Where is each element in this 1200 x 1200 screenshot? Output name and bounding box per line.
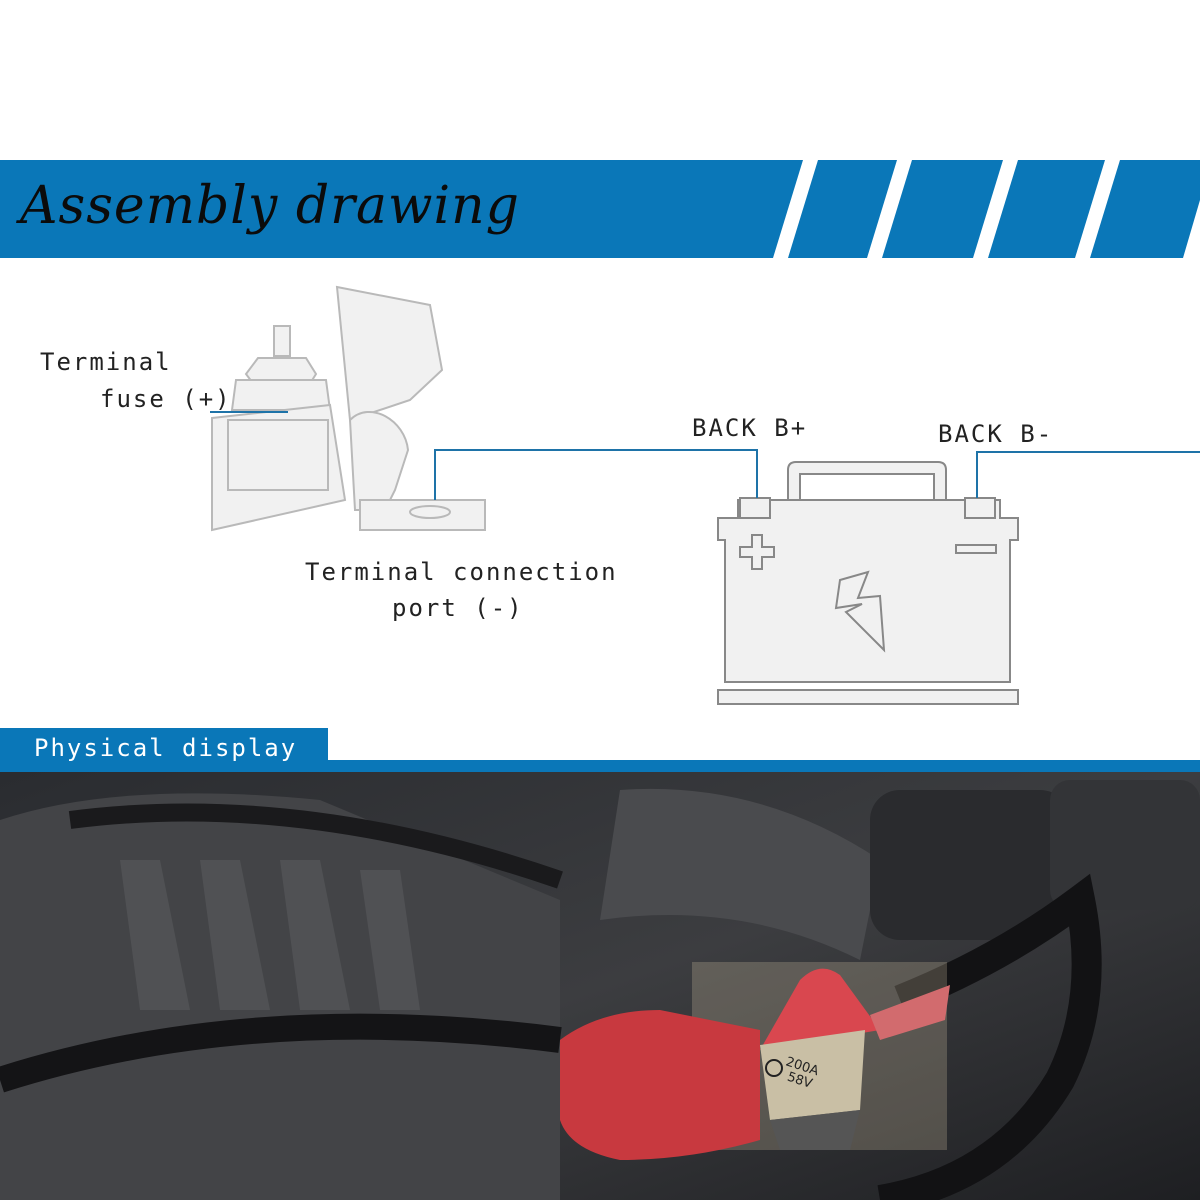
terminal-fuse-label-line2: fuse (+) bbox=[100, 385, 232, 413]
connection-port-label-line2: port (-) bbox=[392, 594, 524, 622]
fuse-logo bbox=[765, 1059, 783, 1077]
section-tab bbox=[0, 728, 328, 768]
leader-lines bbox=[210, 411, 1200, 500]
assembly-drawing bbox=[210, 285, 1200, 705]
connection-port-label-line1: Terminal connection bbox=[305, 558, 618, 586]
back-b-plus-label: BACK B+ bbox=[692, 414, 808, 442]
terminal-fuse-label-line1: Terminal bbox=[40, 348, 172, 376]
section-title: Physical display bbox=[34, 734, 298, 762]
red-fuse-cover bbox=[560, 968, 950, 1160]
header-banner bbox=[0, 160, 1200, 258]
page-title: Assembly drawing bbox=[20, 176, 520, 236]
engine-bay-photo bbox=[0, 772, 1200, 1200]
back-b-minus-label: BACK B- bbox=[938, 420, 1054, 448]
terminal-fuse-drawing bbox=[211, 285, 486, 532]
battery-icon bbox=[717, 461, 1019, 705]
